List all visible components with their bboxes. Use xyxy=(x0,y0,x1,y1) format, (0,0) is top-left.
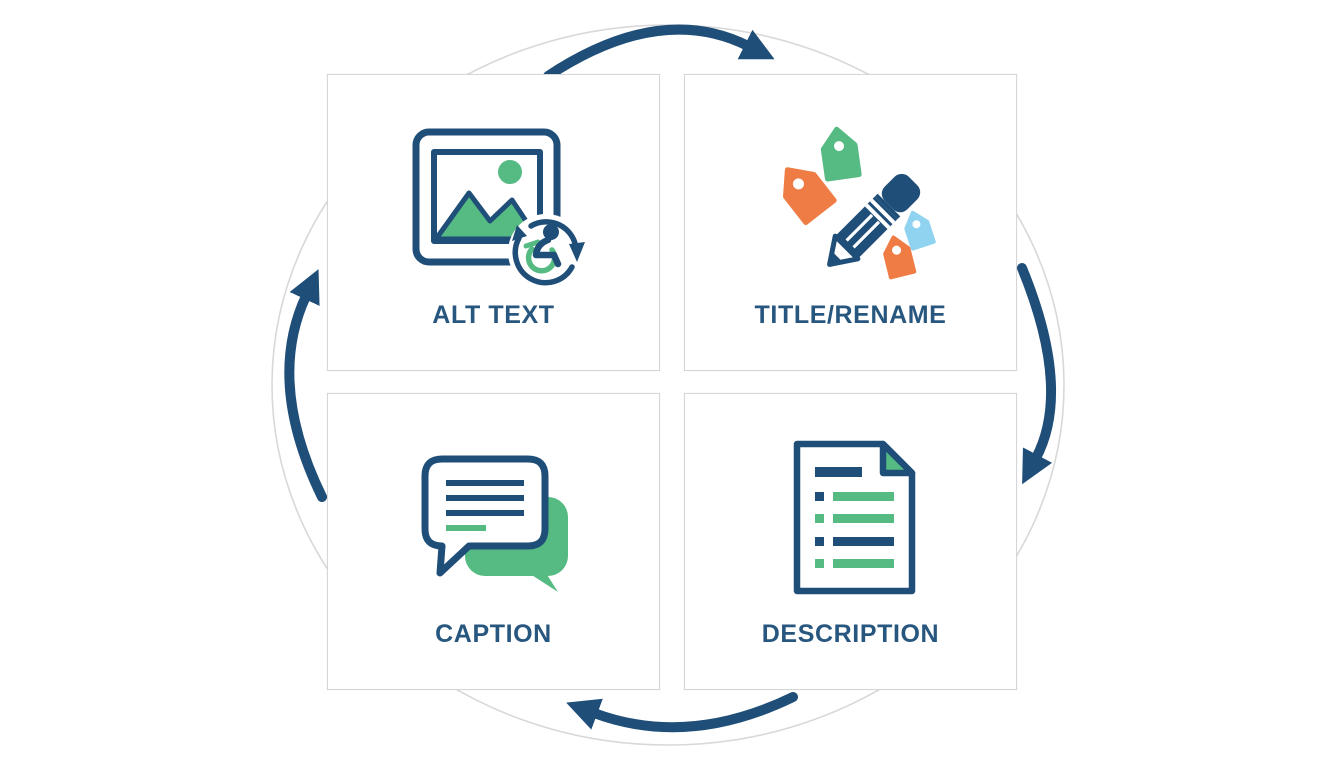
card-caption: CAPTION xyxy=(327,393,660,690)
card-alt-text: ALT TEXT xyxy=(327,74,660,371)
tag-orange-small-icon xyxy=(883,235,917,280)
arrow-left xyxy=(284,269,327,502)
pencil-tags-icon xyxy=(783,126,936,280)
image-accessibility-icon xyxy=(412,128,585,290)
speech-bubble-white-icon xyxy=(421,455,549,577)
document-list-icon xyxy=(793,440,916,595)
tag-orange-icon xyxy=(783,167,837,226)
card-description: DESCRIPTION xyxy=(684,393,1017,690)
document-page-icon xyxy=(793,440,916,595)
arrow-right xyxy=(1017,263,1057,485)
arrow-bottom xyxy=(566,692,798,733)
card-label-caption: CAPTION xyxy=(435,620,552,648)
tag-blue-icon xyxy=(904,210,936,251)
card-label-alt-text: ALT TEXT xyxy=(432,301,555,329)
accessibility-refresh-icon xyxy=(508,214,585,290)
card-title-rename: TITLE/RENAME xyxy=(684,74,1017,371)
pencil-icon xyxy=(827,173,921,267)
tag-green-icon xyxy=(820,126,862,182)
speech-bubbles-icon xyxy=(421,455,568,592)
card-label-description: DESCRIPTION xyxy=(761,620,940,648)
card-label-title-rename: TITLE/RENAME xyxy=(754,301,947,329)
arrow-top xyxy=(543,24,775,81)
